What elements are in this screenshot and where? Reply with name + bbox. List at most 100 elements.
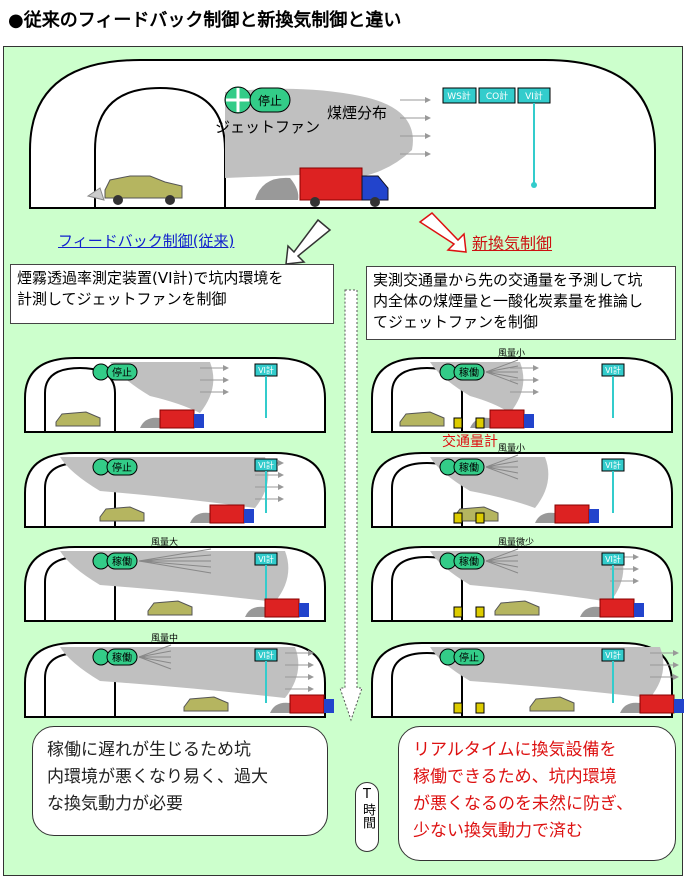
sensor-boxes: WS計 CO計 VI計: [442, 87, 551, 188]
feedback-fan-status-box: [106, 458, 138, 476]
feedback-fan-status: 停止: [112, 366, 132, 379]
feedback-truck-cab: [299, 603, 309, 617]
feedback-truck-icon: [159, 409, 195, 429]
feedback-truck-icon: [289, 694, 325, 714]
new-conclusion-line: が悪くなるのを未然に防ぎ、: [413, 794, 634, 814]
new-control-conclusion: リアルタイムに換気設備を 稼働できるため、坑内環境 が悪くなるのを未然に防ぎ、 …: [398, 726, 676, 861]
new-air-beam: [485, 371, 519, 385]
new-truck-exhaust: [620, 702, 640, 713]
tunnel-portal: [94, 86, 226, 208]
new-air-beam: [485, 554, 519, 562]
new-truck-cab: [524, 414, 534, 428]
feedback-vi-sensor-label: VI計: [258, 650, 274, 660]
new-conclusion-line: 稼働できるため、坑内環境: [413, 767, 617, 787]
new-traffic-counter-icon: [453, 702, 463, 714]
new-control-branch-arrow: [418, 212, 467, 253]
new-fan-status: 稼働: [459, 461, 479, 474]
feedback-airflow-label: 風量中: [151, 632, 178, 644]
new-fan-status-box: [453, 552, 485, 570]
page-title: ●従来のフィードバック制御と新換気制御と違い: [8, 10, 402, 31]
co-sensor-label: CO計: [486, 90, 508, 102]
new-traffic-counter-icon: [453, 606, 463, 618]
new-truck-icon: [599, 598, 635, 618]
new-fan-status: 停止: [459, 651, 479, 664]
car-icon: [86, 175, 183, 205]
feedback-air-beam: [138, 656, 172, 664]
feedback-conclusion: 稼働に遅れが生じるため坑 内環境が悪くなり易く、過大 な換気動力が必要: [32, 726, 328, 836]
traffic-counter-label: 交通量計: [442, 433, 498, 450]
new-description-line: 実測交通量から先の交通量を予測して坑: [373, 271, 643, 289]
new-air-beam: [485, 460, 519, 468]
new-truck-exhaust: [580, 606, 600, 617]
feedback-fan-status: 稼働: [112, 555, 132, 568]
new-traffic-counter-icon: [475, 512, 485, 524]
feedback-vi-sensor-label: VI計: [258, 460, 274, 470]
feedback-air-beam: [138, 560, 212, 568]
new-traffic-counter-icon: [475, 606, 485, 618]
feedback-tunnel-panel: 稼働 風量大 VI計: [24, 536, 326, 622]
new-car-icon: [529, 696, 575, 712]
new-air-beam: [485, 560, 519, 574]
new-fan-status-box: [453, 648, 485, 666]
feedback-fan-status-box: [106, 552, 138, 570]
feedback-truck-cab: [244, 509, 254, 523]
feedback-truck-exhaust: [140, 417, 160, 428]
new-vi-sensor-label: VI計: [605, 365, 621, 375]
jet-fan-icon: 停止: [224, 86, 291, 114]
feedback-fan-status-box: [106, 363, 138, 381]
new-traffic-counter-icon: [453, 417, 463, 429]
smoke-distribution-label: 煤煙分布: [327, 104, 387, 122]
feedback-truck-exhaust: [270, 702, 290, 713]
feedback-truck-cab: [324, 699, 334, 713]
new-truck-icon: [489, 409, 525, 429]
feedback-tunnel-portal: [44, 366, 116, 432]
new-airflow-label: 風量小: [498, 443, 525, 454]
time-text: 時間: [360, 803, 375, 829]
feedback-truck-exhaust: [190, 512, 210, 523]
new-traffic-counter-icon: [475, 417, 485, 429]
feedback-truck-icon: [209, 504, 245, 524]
new-airflow-label: 風量微少: [498, 536, 534, 548]
truck-exhaust: [255, 177, 299, 200]
new-air-beam: [485, 560, 519, 568]
main-tunnel-scene: 停止 ジェットファン 煤煙分布 WS計 CO計 VI計: [29, 59, 656, 209]
feedback-description-line: 煙霧透過率測定装置(VI計)で坑内環境を: [17, 269, 284, 287]
new-vi-sensor-label: VI計: [605, 650, 621, 660]
truck-icon: [299, 167, 389, 207]
smoke-flow-arrows: [400, 97, 431, 157]
feedback-car-icon: [183, 696, 229, 712]
feedback-truck-exhaust: [245, 606, 265, 617]
feedback-car-icon: [147, 600, 193, 616]
feedback-fan-status-box: [106, 648, 138, 666]
feedback-truck-cab: [194, 414, 204, 428]
feedback-fan-status: 稼働: [112, 651, 132, 664]
feedback-description: 煙霧透過率測定装置(VI計)で坑内環境を 計測してジェットファンを制御: [10, 264, 334, 324]
new-air-beam: [485, 466, 519, 480]
feedback-conclusion-line: 内環境が悪くなり易く、過大: [47, 767, 268, 787]
new-control-title: 新換気制御: [472, 234, 553, 253]
feedback-air-beam: [138, 548, 212, 562]
feedback-tunnel-panel: 稼働 風量中 VI計: [24, 632, 334, 718]
new-air-beam: [485, 365, 519, 373]
new-tunnel-panel: 稼働 風量小 VI計: [371, 443, 673, 528]
feedback-air-beam: [138, 656, 172, 670]
new-air-beam: [485, 359, 519, 373]
feedback-air-beam: [138, 650, 172, 658]
feedback-airflow-label: 風量大: [151, 536, 178, 548]
feedback-air-beam: [138, 560, 212, 574]
feedback-car-icon: [55, 411, 101, 427]
feedback-air-beam: [138, 644, 172, 658]
new-truck-cab: [634, 603, 644, 617]
time-axis-arrow: [339, 289, 363, 722]
feedback-fan-status: 停止: [112, 461, 132, 474]
feedback-vi-sensor-label: VI計: [258, 554, 274, 564]
new-vi-sensor-label: VI計: [605, 460, 621, 470]
feedback-truck-icon: [264, 598, 300, 618]
ws-sensor-label: WS計: [447, 90, 471, 102]
new-conclusion-line: リアルタイムに換気設備を: [413, 740, 617, 760]
